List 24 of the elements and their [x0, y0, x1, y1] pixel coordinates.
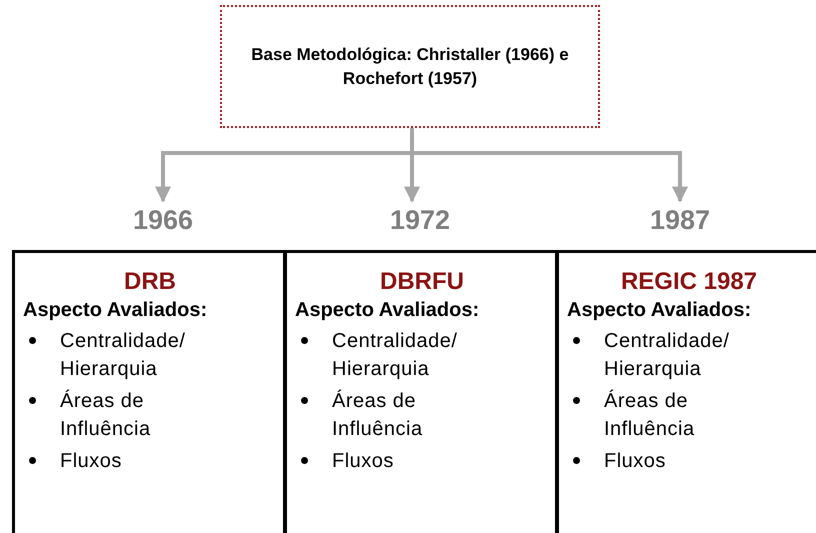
study-panel	[556, 250, 816, 533]
year-label: 1987	[635, 204, 725, 236]
bullet-text: Fluxos	[60, 449, 122, 474]
study-panel	[12, 250, 286, 533]
bullet-text: Fluxos	[604, 449, 666, 474]
study-title: DRB	[123, 267, 177, 297]
aspects-heading: Aspecto Avaliados:	[567, 298, 752, 323]
study-panel	[284, 250, 558, 533]
aspects-heading: Aspecto Avaliados:	[295, 298, 480, 323]
bullet-text: Áreas de Influência	[60, 388, 152, 442]
bullet-text: Centralidade/ Hierarquia	[332, 329, 458, 382]
bullet-text: Fluxos	[332, 449, 394, 474]
bullet-text: Centralidade/ Hierarquia	[60, 329, 186, 382]
year-label: 1966	[118, 204, 208, 236]
bullet-text: Centralidade/ Hierarquia	[604, 329, 730, 382]
box-text: Base Metodológica: Christaller (1966) e Rochefort (1957)	[250, 44, 570, 90]
year-label: 1972	[375, 204, 465, 236]
study-title: DBRFU	[379, 267, 465, 297]
dotted-box	[220, 5, 600, 128]
aspects-heading: Aspecto Avaliados:	[23, 298, 208, 323]
bullet-text: Áreas de Influência	[604, 388, 696, 442]
connector-arrow	[410, 128, 688, 203]
study-title: REGIC 1987	[620, 267, 758, 297]
bullet-text: Áreas de Influência	[332, 388, 424, 442]
